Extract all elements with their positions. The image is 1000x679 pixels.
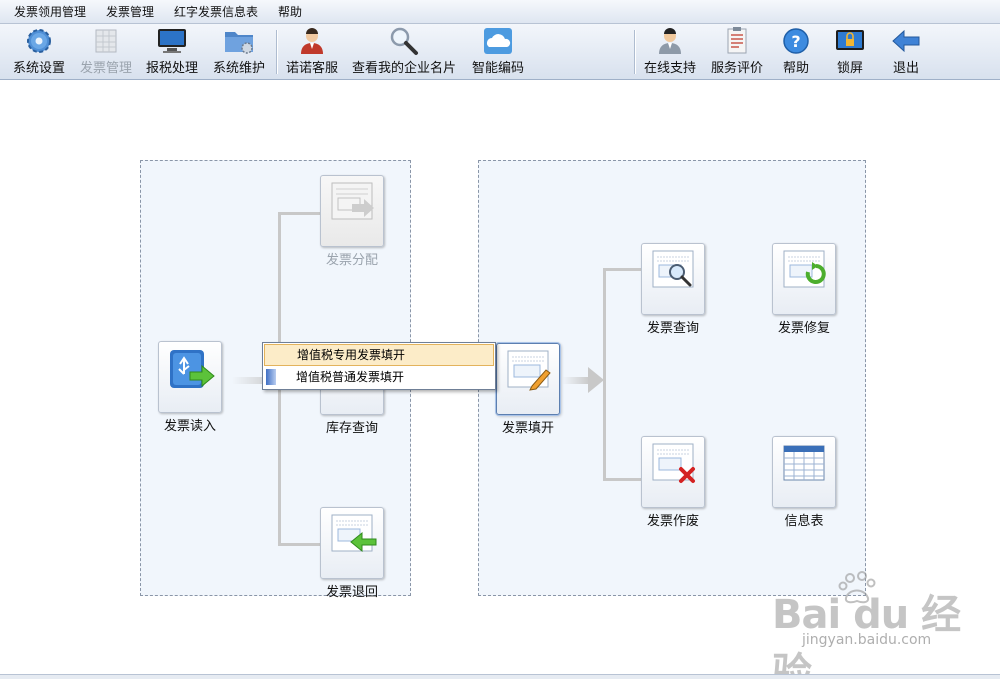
- menu-item-normal-vat-issue[interactable]: 增值税普通发票填开: [264, 366, 494, 388]
- toolbar-separator: [634, 30, 635, 74]
- menu-item-special-vat-issue[interactable]: 增值税专用发票填开: [264, 344, 494, 366]
- invoice-repair-card[interactable]: 发票修复: [772, 243, 836, 336]
- invoice-void-card[interactable]: 发票作废: [641, 436, 705, 529]
- invoice-distribute-card[interactable]: 发票分配: [320, 175, 384, 268]
- clipboard-icon: [721, 26, 753, 56]
- menu-invoice-requisition[interactable]: 发票领用管理: [14, 4, 87, 19]
- arrow-issue-head: [588, 367, 604, 393]
- workspace: 发票读入 发票分配 库存查询: [0, 81, 1000, 679]
- connector-right-vertical: [603, 268, 606, 481]
- menu-help[interactable]: 帮助: [278, 4, 303, 19]
- invoice-pen-icon: [507, 350, 551, 391]
- lock-screen-button[interactable]: 锁屏: [828, 24, 872, 80]
- online-support-button[interactable]: 在线支持: [640, 24, 700, 80]
- invoice-share-icon: [331, 182, 374, 220]
- info-table-tile[interactable]: [772, 436, 836, 508]
- invoice-read-card[interactable]: 发票读入: [158, 341, 222, 434]
- invoice-return-icon: [331, 514, 377, 553]
- paw-logo-icon: [838, 571, 876, 604]
- invoice-read-tile[interactable]: [158, 341, 222, 413]
- gear-icon: [23, 26, 55, 56]
- invoice-void-tile[interactable]: [641, 436, 705, 508]
- invoice-issue-tile[interactable]: [496, 343, 560, 415]
- connector-to-distribute: [278, 212, 320, 215]
- user-support-icon: [654, 26, 686, 56]
- menu-red-invoice-info[interactable]: 红字发票信息表: [174, 4, 259, 19]
- system-maintenance-button[interactable]: 系统维护: [208, 24, 270, 80]
- help-icon: ?: [780, 26, 812, 56]
- invoice-return-tile[interactable]: [320, 507, 384, 579]
- magnifier-icon: [388, 26, 420, 56]
- issue-invoice-context-menu: 增值税专用发票填开 增值税普通发票填开: [262, 342, 496, 390]
- folder-gear-icon: [223, 26, 255, 56]
- connector-to-return: [278, 543, 320, 546]
- arrow-issue-shaft: [562, 377, 590, 384]
- tax-filing-button[interactable]: 报税处理: [142, 24, 202, 80]
- invoice-grid-icon: [90, 26, 122, 56]
- invoice-repair-tile[interactable]: [772, 243, 836, 315]
- toolbar-separator: [276, 30, 277, 74]
- exit-arrow-icon: [890, 26, 922, 56]
- arrow-read-to-stock: [232, 377, 278, 384]
- invoice-void-icon: [652, 443, 695, 483]
- menu-item-marker: [266, 369, 276, 385]
- baidu-watermark: Bai du 经验 jingyan.baidu.com: [772, 571, 992, 679]
- invoice-search-icon: [652, 250, 694, 288]
- nuonuo-service-button[interactable]: 诺诺客服: [282, 24, 342, 80]
- invoice-distribute-tile[interactable]: [320, 175, 384, 247]
- invoice-query-card[interactable]: 发票查询: [641, 243, 705, 336]
- cloud-icon: [482, 26, 514, 56]
- service-evaluation-button[interactable]: 服务评价: [706, 24, 768, 80]
- invoice-query-tile[interactable]: [641, 243, 705, 315]
- system-settings-button[interactable]: 系统设置: [8, 24, 70, 80]
- menu-bar: 发票领用管理 发票管理 红字发票信息表 帮助: [0, 0, 1000, 24]
- info-table-card[interactable]: 信息表: [772, 436, 836, 529]
- help-button[interactable]: ? 帮助: [774, 24, 818, 80]
- toolbar: 系统设置 发票管理 报税处理 系统维护 诺诺客服 查看我的企业名片 智: [0, 24, 1000, 80]
- status-bar: [0, 674, 1000, 679]
- invoice-issue-card[interactable]: 发票填开: [496, 343, 560, 436]
- svg-text:?: ?: [791, 32, 800, 51]
- usb-import-icon: [170, 350, 215, 388]
- invoice-repair-icon: [783, 250, 826, 288]
- agent-icon: [296, 26, 328, 56]
- connector-to-query: [603, 268, 641, 271]
- menu-invoice-management[interactable]: 发票管理: [106, 4, 155, 19]
- lock-screen-icon: [834, 26, 866, 56]
- table-grid-icon: [783, 445, 825, 481]
- exit-button[interactable]: 退出: [884, 24, 928, 80]
- view-business-card-button[interactable]: 查看我的企业名片: [346, 24, 462, 80]
- invoice-management-button[interactable]: 发票管理: [76, 24, 136, 80]
- connector-to-void: [603, 478, 641, 481]
- smart-coding-button[interactable]: 智能编码: [468, 24, 528, 80]
- invoice-return-card[interactable]: 发票退回: [320, 507, 384, 600]
- monitor-icon: [156, 26, 188, 56]
